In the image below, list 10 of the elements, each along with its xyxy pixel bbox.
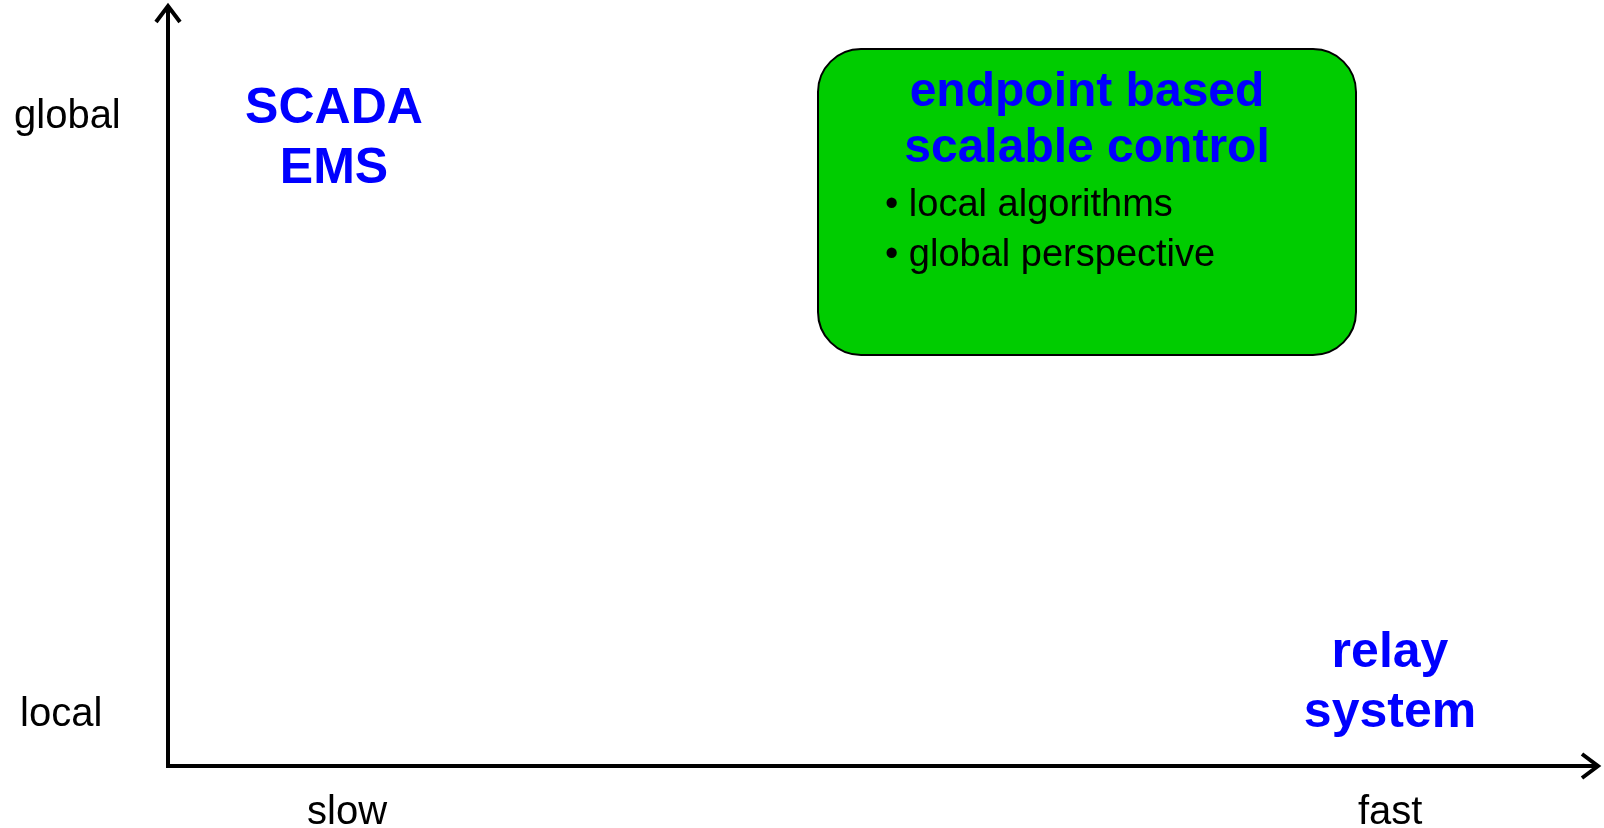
category-label: SCADA EMS <box>244 77 424 196</box>
bullet-item: • global perspective <box>885 231 1217 276</box>
axis-label: slow <box>307 788 388 828</box>
category-label: relay system <box>1302 621 1478 740</box>
axis-label: fast <box>1358 788 1423 828</box>
bullet-item: • local algorithms <box>885 181 1174 226</box>
axis-label: global <box>14 92 121 137</box>
box-heading: endpoint based scalable control <box>903 62 1271 174</box>
rounded-box <box>817 48 1357 356</box>
axis-label: local <box>20 690 103 735</box>
